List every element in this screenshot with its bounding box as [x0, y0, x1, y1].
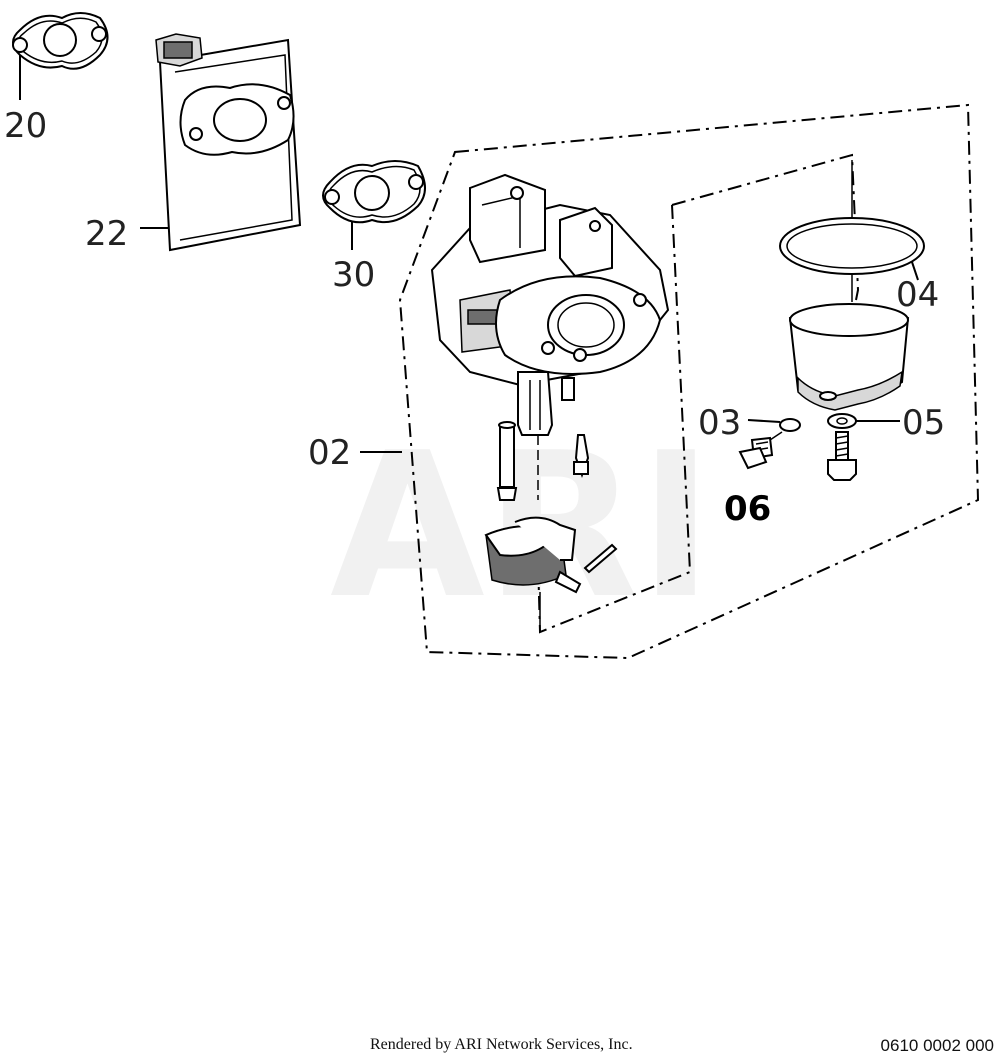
diagram-code: 0610 0002 000 [880, 1036, 994, 1055]
float-needle[interactable] [573, 434, 590, 479]
float-needle-pin[interactable] [496, 421, 518, 501]
callout-03: 03 [698, 403, 741, 443]
float-pin[interactable] [583, 543, 618, 574]
washer-05[interactable] [827, 413, 857, 429]
callout-20: 20 [4, 106, 47, 146]
carburetor-body[interactable] [430, 173, 670, 436]
callout-05: 05 [902, 403, 945, 443]
bowl-bolt[interactable] [827, 431, 857, 481]
callout-22: 22 [85, 214, 128, 254]
gasket-30[interactable] [322, 160, 426, 224]
washer-03[interactable] [779, 418, 801, 432]
gasket-20[interactable] [12, 12, 109, 70]
callout-06: 06 [724, 489, 771, 529]
callout-02: 02 [308, 433, 351, 473]
float[interactable] [484, 516, 582, 594]
bowl-o-ring-04[interactable] [779, 217, 925, 275]
float-bowl[interactable] [788, 303, 910, 411]
footer-credit: Rendered by ARI Network Services, Inc. [370, 1036, 633, 1053]
assembly-boundary-02 [398, 103, 980, 660]
drain-screw-06[interactable] [738, 436, 774, 470]
insulator-plate-22[interactable] [155, 33, 302, 252]
callout-04: 04 [896, 275, 939, 315]
callout-30: 30 [332, 255, 375, 295]
